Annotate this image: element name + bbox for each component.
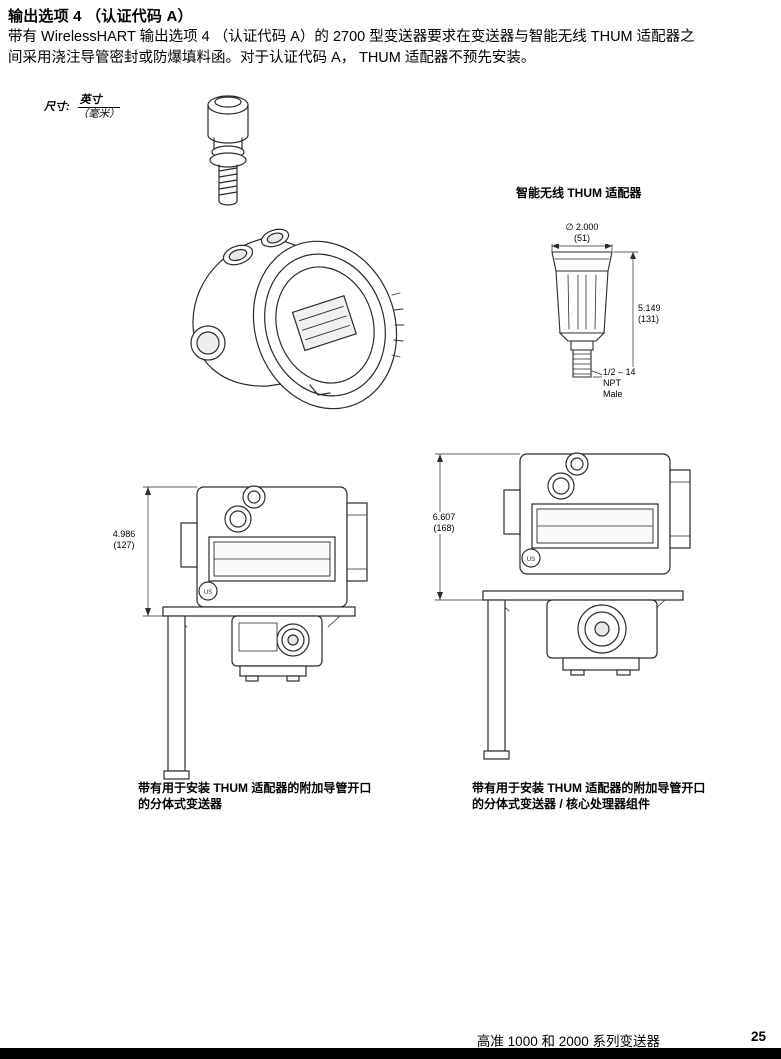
left-view-caption-line2: 的分体式变送器 xyxy=(138,797,223,811)
us-mark: US xyxy=(204,590,212,596)
body-paragraph-line1: 带有 WirelessHART 输出选项 4 （认证代码 A）的 2700 型变… xyxy=(8,29,695,45)
thum-thread-line3: Male xyxy=(603,389,623,399)
right-view-height-mm: (168) xyxy=(433,523,455,533)
left-view-height-value: 4.986 xyxy=(112,529,136,539)
thum-thread-callout: 1/2 – 14 NPT Male xyxy=(602,367,654,400)
dimensions-note-units: 英寸 （毫米） xyxy=(77,94,120,120)
footer-page-number: 25 xyxy=(750,1029,766,1044)
thum-adapter-label: 智能无线 THUM 适配器 xyxy=(516,186,642,200)
dimensions-note-inch: 英寸 xyxy=(77,94,120,108)
transmitter-front-left-drawing: US xyxy=(142,485,368,780)
dimensions-note-mm: （毫米） xyxy=(77,108,120,120)
right-view-height-value: 6.607 xyxy=(432,512,456,522)
left-view-caption-line1: 带有用于安装 THUM 适配器的附加导管开口 xyxy=(138,781,372,795)
left-view-caption: 带有用于安装 THUM 适配器的附加导管开口 的分体式变送器 xyxy=(138,780,438,812)
left-view-height-mm: (127) xyxy=(113,540,135,550)
body-paragraph: 带有 WirelessHART 输出选项 4 （认证代码 A）的 2700 型变… xyxy=(8,27,776,69)
footer-bar xyxy=(0,1048,781,1059)
footer-product-name: 高准 1000 和 2000 系列变送器 xyxy=(476,1034,660,1049)
thum-diameter-mm: (51) xyxy=(573,233,590,243)
thum-height-dimension: 5.149 (131) xyxy=(637,303,681,325)
body-paragraph-line2: 间采用浇注导管密封或防爆填料函。对于认证代码 A， THUM 适配器不预先安装。 xyxy=(8,50,536,66)
thum-adapter-drawing xyxy=(551,241,639,378)
thum-thread-line2: NPT xyxy=(603,378,621,388)
thum-height-mm: (131) xyxy=(638,314,660,324)
thum-thread-line1: 1/2 – 14 xyxy=(603,367,636,377)
thum-height-value: 5.149 xyxy=(638,303,661,313)
right-view-caption-line1: 带有用于安装 THUM 适配器的附加导管开口 xyxy=(472,781,706,795)
left-view-height-dimension: 4.986 (127) xyxy=(104,529,144,551)
dimensions-note-label: 尺寸: xyxy=(44,101,70,113)
us-mark: US xyxy=(527,557,535,563)
right-view-caption: 带有用于安装 THUM 适配器的附加导管开口 的分体式变送器 / 核心处理器组件 xyxy=(472,780,772,812)
section-title: 输出选项 4 （认证代码 A） xyxy=(8,8,193,25)
transmitter-front-right-drawing: US xyxy=(434,452,691,760)
right-view-caption-line2: 的分体式变送器 / 核心处理器组件 xyxy=(472,797,651,811)
thum-diameter-dimension: ∅ 2.000 (51) xyxy=(549,222,615,244)
transmitter-isometric-drawing xyxy=(190,95,405,410)
thum-diameter-value: ∅ 2.000 xyxy=(565,222,599,232)
dimensions-note: 尺寸: 英寸 （毫米） xyxy=(44,94,120,120)
right-view-height-dimension: 6.607 (168) xyxy=(424,512,464,534)
